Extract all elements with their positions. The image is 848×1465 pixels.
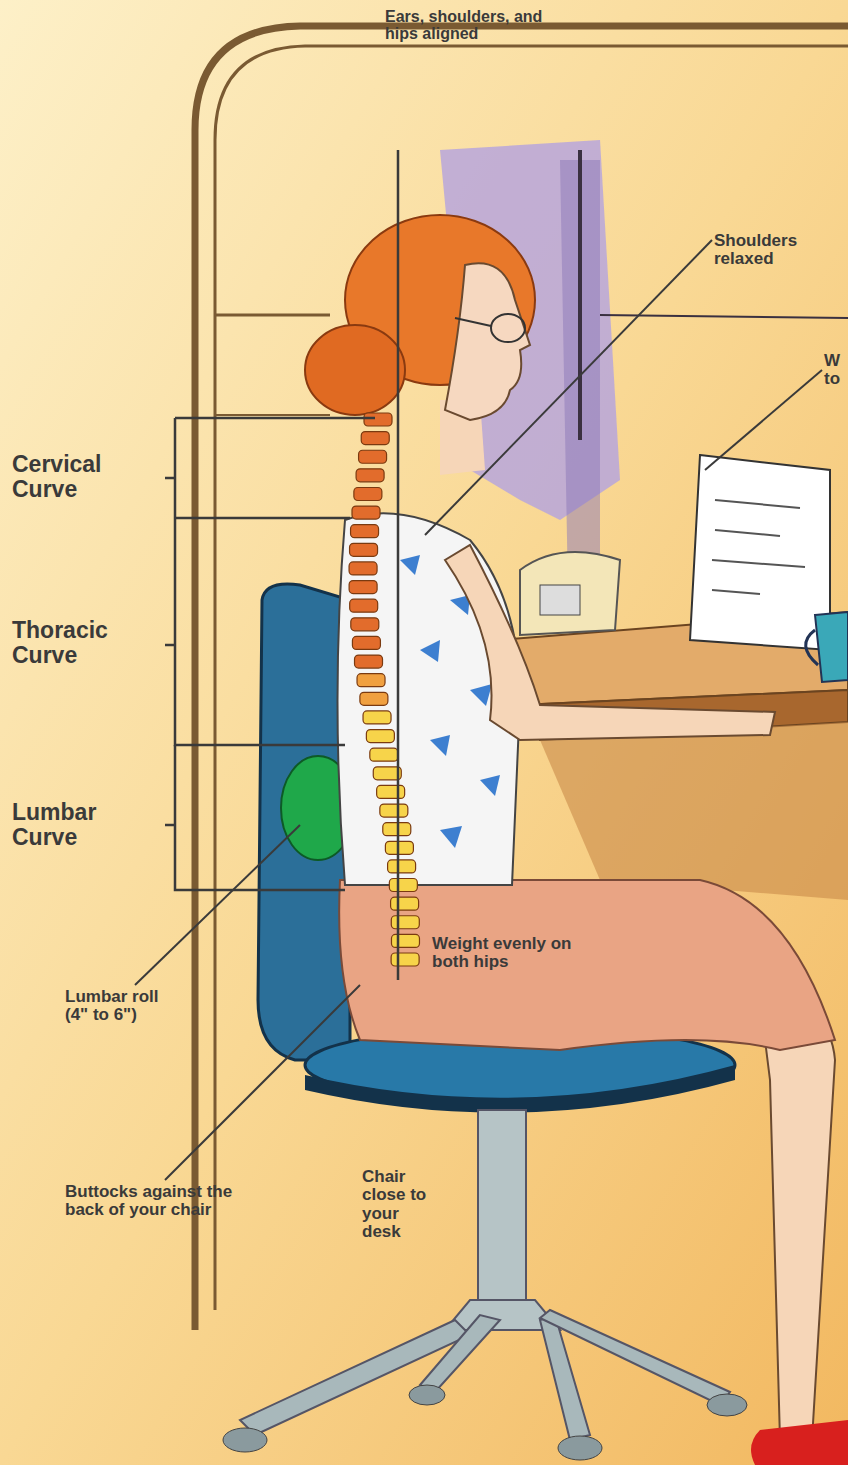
vertebra xyxy=(349,562,377,575)
vertebra xyxy=(349,581,377,594)
vertebra xyxy=(391,953,419,966)
illustration-shape xyxy=(440,826,462,848)
illustration-shape xyxy=(806,630,818,665)
vertebra xyxy=(385,841,413,854)
vertebra xyxy=(350,543,378,556)
illustration-shape xyxy=(135,825,300,985)
illustration-shape xyxy=(712,560,805,567)
illustration-shape xyxy=(215,414,330,416)
illustration-shape xyxy=(815,612,848,682)
illustration-shape xyxy=(480,775,500,796)
illustration-shape xyxy=(420,640,440,662)
vertebra xyxy=(352,636,380,649)
illustration-shape xyxy=(491,314,525,342)
curve-label: Lumbar Curve xyxy=(12,800,162,850)
callout-label: W to xyxy=(824,352,846,389)
illustration-shape xyxy=(445,263,530,420)
illustration-shape xyxy=(430,735,450,756)
illustration-shape xyxy=(540,722,848,900)
illustration-shape xyxy=(712,590,760,594)
callout-label: Lumbar roll (4" to 6") xyxy=(65,988,185,1025)
callout-label: Chair close to your desk xyxy=(362,1168,442,1241)
illustration-shape xyxy=(520,552,620,635)
illustration-shape xyxy=(397,150,400,980)
brackets-and-leaders xyxy=(135,150,822,1180)
woman-figure xyxy=(305,215,848,1465)
illustration-shape xyxy=(305,1065,735,1113)
illustration-shape xyxy=(578,150,582,440)
vertebra xyxy=(391,934,419,947)
vertebra xyxy=(389,879,417,892)
vertebra xyxy=(356,469,384,482)
illustration-shape xyxy=(409,1385,445,1405)
illustration-shape xyxy=(715,500,800,508)
vertebra xyxy=(355,655,383,668)
illustration-shape xyxy=(305,325,405,415)
illustration-shape xyxy=(223,1428,267,1452)
vertebra xyxy=(357,674,385,687)
illustration-shape xyxy=(339,880,835,1050)
illustration-shape xyxy=(558,1436,602,1460)
curve-label: Cervical Curve xyxy=(12,452,162,502)
illustration-shape xyxy=(690,455,830,650)
vertebra xyxy=(364,413,392,426)
vertebra xyxy=(391,916,419,929)
illustration-shape xyxy=(455,318,491,326)
callout-label: Weight evenly on both hips xyxy=(432,935,592,972)
callout-label: Buttocks against the back of your chair xyxy=(65,1183,275,1220)
vertebra xyxy=(351,618,379,631)
illustration-shape xyxy=(470,684,492,706)
illustration-shape xyxy=(715,530,780,536)
illustration-shape xyxy=(420,1315,500,1392)
illustration-shape xyxy=(215,314,330,317)
illustration-shape xyxy=(445,545,775,740)
telephone xyxy=(520,552,620,635)
vertebra xyxy=(366,730,394,743)
vertebra xyxy=(352,506,380,519)
vertebra xyxy=(380,804,408,817)
vertebra xyxy=(377,785,405,798)
vertebra xyxy=(360,692,388,705)
illustration-shape xyxy=(165,518,345,745)
paper-holder xyxy=(690,455,830,650)
illustration-shape xyxy=(165,985,360,1180)
vertebra xyxy=(359,450,387,463)
illustration-shape xyxy=(705,370,822,470)
vertebra xyxy=(351,525,379,538)
callout-label: Ears, shoulders, and hips aligned xyxy=(385,8,545,43)
vertebra xyxy=(363,711,391,724)
coffee-mug xyxy=(806,612,848,682)
illustration-shape xyxy=(760,1000,835,1440)
illustration-shape xyxy=(195,26,848,1330)
callout-label: Shoulders relaxed xyxy=(714,232,824,269)
illustration-shape xyxy=(425,240,712,535)
spine xyxy=(349,413,419,966)
vertebra xyxy=(388,860,416,873)
vertebra xyxy=(354,487,382,500)
vertebra xyxy=(370,748,398,761)
desk xyxy=(500,612,848,900)
illustration-shape xyxy=(165,418,375,518)
illustration-shape xyxy=(751,1420,848,1465)
illustration-shape xyxy=(540,1310,730,1405)
illustration-shape xyxy=(400,555,420,575)
curve-label: Thoracic Curve xyxy=(12,618,162,668)
vertebra xyxy=(350,599,378,612)
illustration-shape xyxy=(540,585,580,615)
illustration-shape xyxy=(478,1110,526,1300)
vertebra xyxy=(391,897,419,910)
arch-frame xyxy=(195,26,848,1330)
illustration-shape xyxy=(707,1394,747,1416)
illustration-shape xyxy=(215,46,848,1310)
vertebra xyxy=(361,432,389,445)
